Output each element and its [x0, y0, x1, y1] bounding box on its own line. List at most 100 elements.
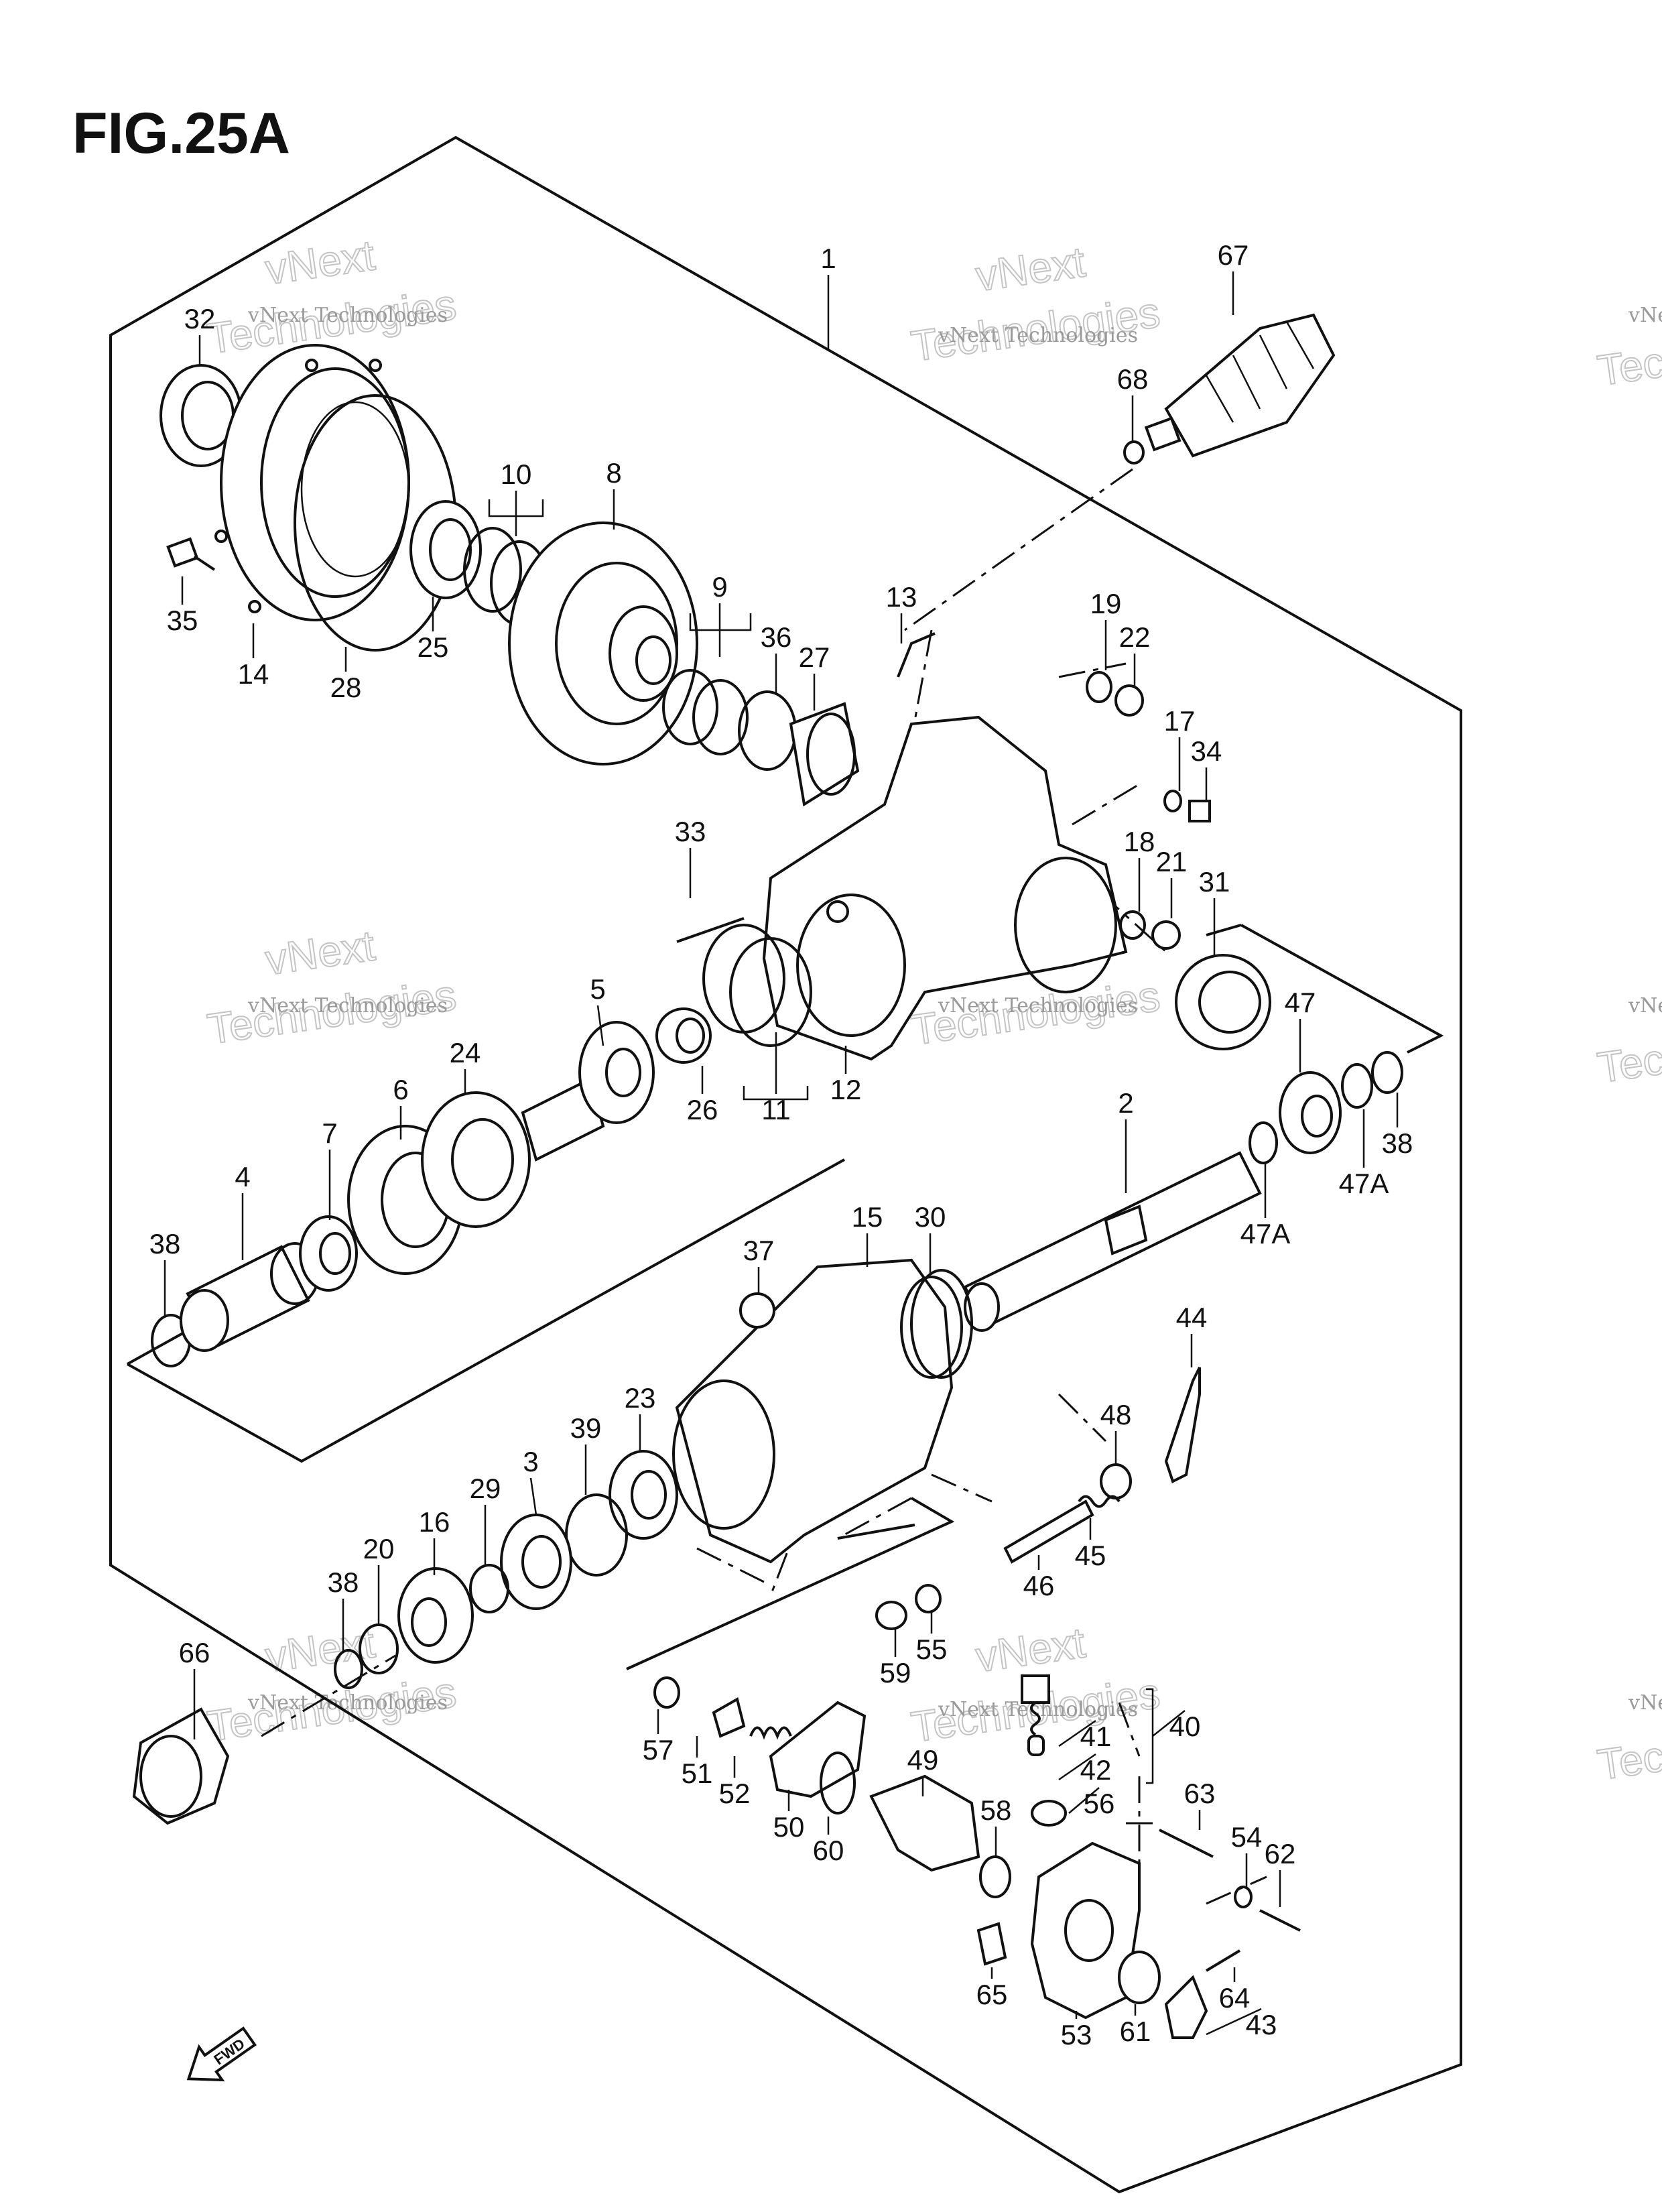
- watermark-text: vNext Technologies: [1628, 994, 1662, 1018]
- selector-housing-bore: [1064, 1899, 1114, 1962]
- part-callout-8: 8: [606, 457, 621, 489]
- watermark-group: vNext Technologies vNext Technologies vN…: [204, 230, 1662, 1790]
- collar-part: [299, 1215, 358, 1292]
- watermark-text: vNext Technologies: [938, 994, 1138, 1018]
- callout-bracket: [1146, 1688, 1154, 1784]
- callout-leader: [1068, 1787, 1100, 1814]
- gasket-part: [979, 1855, 1011, 1898]
- part-callout-13: 13: [886, 581, 917, 613]
- part-callout-7: 7: [322, 1117, 337, 1149]
- figure-title: FIG.25A: [72, 101, 290, 166]
- part-callout-49: 49: [907, 1744, 939, 1776]
- part-callout-31: 31: [1199, 866, 1230, 898]
- collar-part: [1100, 1463, 1132, 1499]
- part-callout-17: 17: [1164, 705, 1196, 737]
- subassembly-outline: [837, 1497, 912, 1540]
- bolt-part: [166, 537, 216, 571]
- bearing-part: [655, 1007, 712, 1064]
- part-callout-38c: 38: [1382, 1127, 1413, 1159]
- part-callout-36: 36: [761, 621, 792, 653]
- bearing-part: [409, 500, 482, 599]
- part-callout-33: 33: [675, 816, 706, 847]
- ring-gear-part: [508, 521, 698, 765]
- nut-part: [739, 1292, 775, 1329]
- part-callout-44: 44: [1176, 1302, 1208, 1333]
- part-callout-54: 54: [1231, 1821, 1263, 1853]
- bolt-part: [1159, 1829, 1214, 1858]
- part-callout-40: 40: [1169, 1711, 1201, 1742]
- shift-shaft-part: [869, 1774, 980, 1872]
- part-callout-47Aa: 47A: [1240, 1218, 1291, 1249]
- callout-leader: [1206, 2008, 1262, 2036]
- o-ring-part: [469, 1564, 509, 1613]
- part-callout-46: 46: [1023, 1570, 1055, 1601]
- shim-part: [1341, 1063, 1373, 1109]
- part-callout-30: 30: [915, 1201, 946, 1233]
- cam-part: [769, 1701, 867, 1798]
- part-callout-50: 50: [773, 1811, 805, 1843]
- part-callout-68: 68: [1117, 363, 1149, 395]
- part-callout-60: 60: [813, 1835, 844, 1866]
- ball-part: [1027, 1735, 1045, 1756]
- shaft-pin-part: [1003, 1499, 1094, 1564]
- part-callout-4: 4: [235, 1161, 250, 1192]
- watermark-text: vNext: [263, 231, 378, 294]
- pin-part: [976, 1922, 1007, 1966]
- shim-part: [1249, 1121, 1278, 1164]
- circlip-part: [565, 1493, 628, 1577]
- part-callout-22: 22: [1119, 621, 1151, 653]
- clamp-part: [1123, 440, 1145, 465]
- part-callout-59: 59: [880, 1657, 911, 1688]
- part-callout-24: 24: [450, 1037, 481, 1068]
- part-callout-52: 52: [719, 1778, 751, 1809]
- needle-bearing-part: [789, 702, 860, 807]
- part-callout-48: 48: [1100, 1399, 1132, 1430]
- bushing-part: [712, 1697, 746, 1738]
- callout-leader: [596, 1005, 604, 1046]
- plug-part: [1114, 684, 1144, 717]
- callout-leader: [1152, 1710, 1186, 1737]
- subassembly-outline: [626, 1497, 955, 1670]
- cone-part: [397, 1567, 474, 1664]
- subassembly-outline: [837, 1524, 915, 1540]
- part-callout-27: 27: [799, 641, 830, 673]
- shift-lever-part: [1164, 1367, 1201, 1483]
- bearing-part: [421, 1091, 531, 1228]
- drive-shaft-part: [963, 1151, 1262, 1332]
- bearing-part: [500, 1514, 572, 1610]
- bolt-part: [1205, 1949, 1241, 1972]
- part-callout-58: 58: [980, 1794, 1012, 1826]
- part-callout-11: 11: [761, 1094, 791, 1125]
- ring-part: [738, 690, 797, 771]
- part-callout-67: 67: [1218, 239, 1249, 271]
- subassembly-outline: [1206, 924, 1242, 936]
- part-callout-41: 41: [1080, 1721, 1112, 1752]
- circlip-part: [1371, 1051, 1403, 1094]
- part-callout-6: 6: [393, 1074, 408, 1105]
- watermark-text: Technologies: [1594, 1009, 1662, 1092]
- rubber-boot-part: [1144, 313, 1336, 458]
- fwd-arrow-icon: FWD: [186, 2026, 257, 2082]
- watermark-text: vNext: [973, 237, 1088, 300]
- part-callout-35: 35: [167, 605, 198, 636]
- part-callout-65: 65: [976, 1979, 1008, 2010]
- watermark-text: vNext Technologies: [1628, 304, 1662, 327]
- part-callout-21: 21: [1156, 846, 1188, 877]
- part-callout-23: 23: [625, 1382, 656, 1414]
- spring-part: [1078, 1495, 1121, 1508]
- part-callout-66: 66: [179, 1637, 210, 1668]
- watermark-text: vNext: [973, 1618, 1088, 1681]
- bolt-part: [1259, 1909, 1301, 1932]
- washer-part: [1031, 1800, 1067, 1827]
- part-callout-56: 56: [1084, 1788, 1115, 1819]
- watermark-text: vNext Technologies: [247, 1691, 448, 1715]
- part-callout-16: 16: [419, 1506, 450, 1538]
- leader-lines: [164, 271, 1399, 2036]
- watermark-text: vNext Technologies: [1628, 1691, 1662, 1715]
- part-callout-32: 32: [184, 303, 216, 334]
- oil-seal-part: [1118, 1951, 1161, 2004]
- part-callout-15: 15: [852, 1201, 883, 1233]
- part-callout-2: 2: [1118, 1087, 1133, 1119]
- washer-part: [1234, 1886, 1253, 1908]
- watermark-text: vNext: [263, 921, 378, 984]
